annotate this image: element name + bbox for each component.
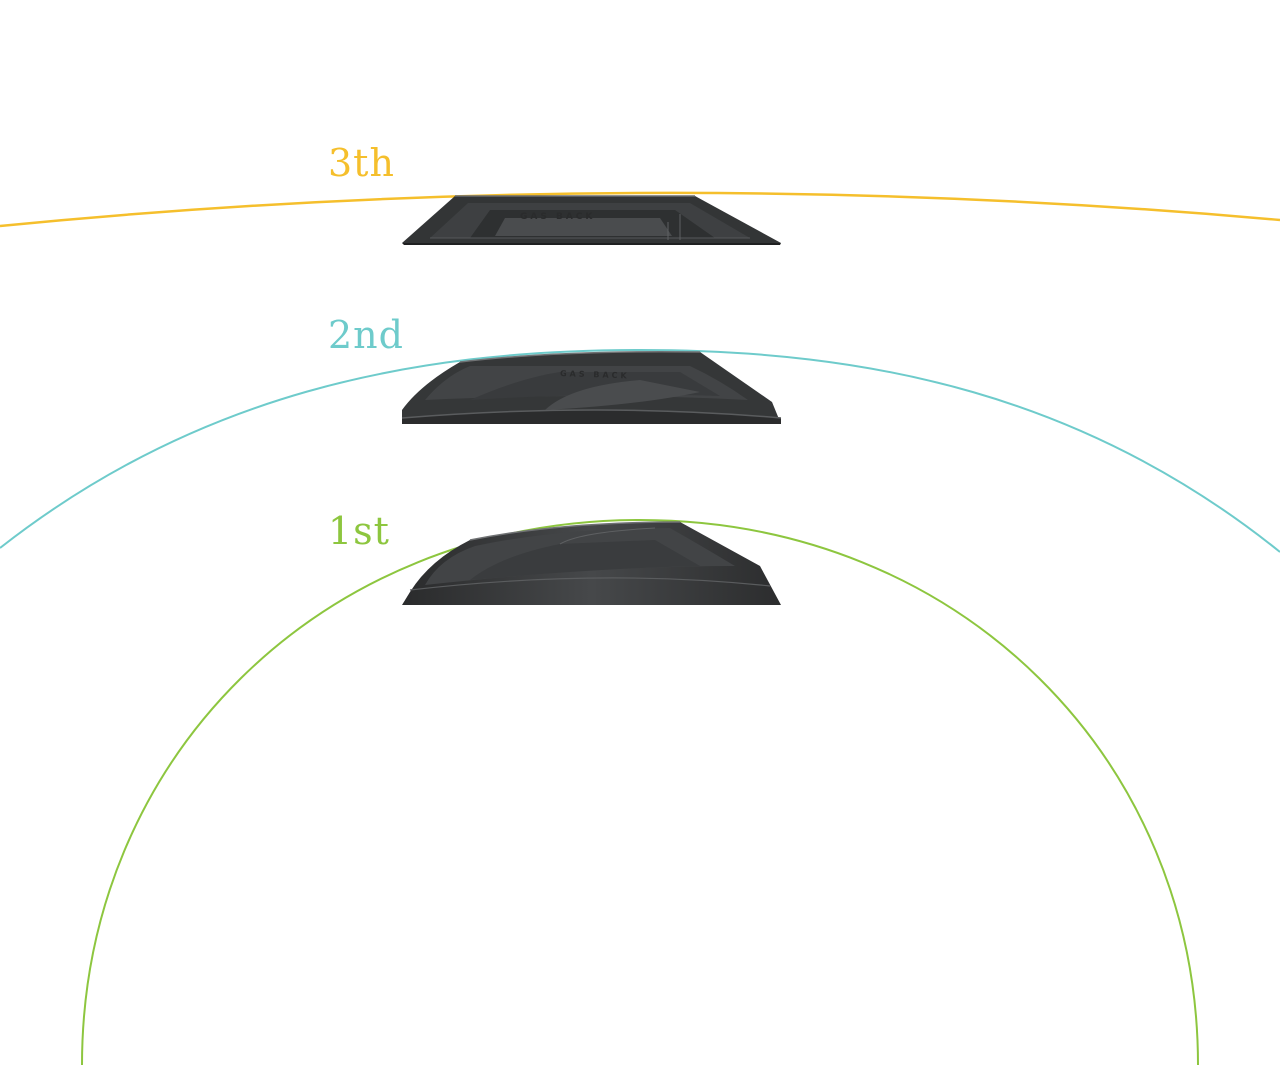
curve-level-3-arc	[0, 191, 1280, 228]
product-2-emboss: GAS BACK	[560, 369, 630, 380]
product-level-1	[402, 521, 781, 605]
product-3-emboss: GAS BACK	[520, 212, 595, 222]
product-level-2: GAS BACK	[401, 350, 782, 424]
level-2-label: 2nd	[328, 313, 404, 357]
level-1-label: 1st	[328, 509, 390, 553]
product-level-3: GAS BACK	[402, 195, 781, 245]
level-3-label: 3th	[328, 141, 395, 185]
curve-level-2-arc	[0, 348, 1280, 553]
curve-level-1-arc	[81, 518, 1199, 1065]
